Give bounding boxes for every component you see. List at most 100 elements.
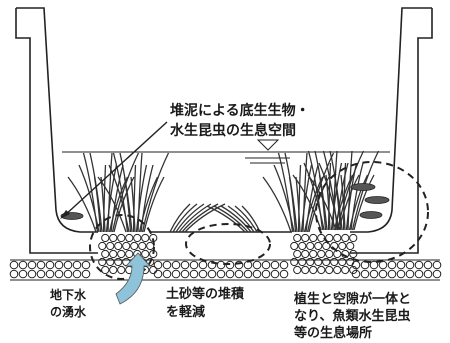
pebble <box>317 249 326 259</box>
pebble <box>325 249 334 259</box>
habitat-zone-right <box>315 161 429 263</box>
pebble <box>349 249 358 259</box>
pebble <box>405 269 415 279</box>
pebble <box>349 265 358 275</box>
pebble <box>9 269 19 279</box>
label-groundwater-line1: 地下水 <box>50 287 87 302</box>
pebble <box>279 269 289 279</box>
pebble <box>63 260 73 270</box>
plant-blade <box>307 174 337 231</box>
fish-right-2 <box>364 196 390 204</box>
plant-blade <box>305 164 319 233</box>
pebble <box>133 233 142 243</box>
pebble <box>369 260 379 270</box>
pebble <box>387 269 397 279</box>
pebble <box>117 249 126 259</box>
label-deposit-line1: 土砂等の堆積 <box>166 286 245 302</box>
pebble <box>98 257 107 267</box>
label-habitat-line1: 植生と空隙が一体と <box>293 291 411 307</box>
pebble <box>414 260 424 270</box>
plant-blade <box>135 164 148 233</box>
plant-blade <box>137 152 143 233</box>
pebble <box>252 269 262 279</box>
plant-blade <box>284 152 298 233</box>
plant-blade <box>130 176 136 233</box>
plant-blade <box>329 150 343 231</box>
plant-blade <box>345 162 358 231</box>
plant-blade <box>353 174 375 231</box>
pebble <box>114 257 123 267</box>
pebble <box>189 260 199 270</box>
pebble <box>216 269 226 279</box>
pebble <box>341 233 350 243</box>
pebble <box>423 269 433 279</box>
plant-blade <box>350 162 364 231</box>
plant-blade <box>175 203 205 233</box>
pebble <box>198 269 208 279</box>
plant-blade <box>306 152 335 233</box>
water-level-symbol <box>256 139 280 151</box>
pebble <box>301 233 310 243</box>
pebble <box>180 260 190 270</box>
plant-blade <box>292 174 322 231</box>
pebble <box>234 260 244 270</box>
plant-blade <box>82 152 99 233</box>
pebble <box>261 269 271 279</box>
pebble <box>405 260 415 270</box>
plant-blade <box>89 152 103 233</box>
pebble <box>117 265 126 275</box>
pebble <box>54 260 64 270</box>
channel-walls <box>15 7 433 254</box>
pebble <box>314 241 323 251</box>
plant-blade <box>97 176 127 233</box>
pebble <box>243 269 253 279</box>
pebble <box>349 233 358 243</box>
pebble <box>141 249 150 259</box>
pebble <box>314 257 323 267</box>
plant-blade <box>213 205 249 233</box>
pebble <box>298 241 307 251</box>
plant-blade <box>277 152 294 233</box>
plant-blade <box>112 152 129 233</box>
left-wall-outer <box>15 8 98 254</box>
plant-blade <box>143 176 165 233</box>
pebble <box>351 269 361 279</box>
plant-blade <box>330 162 343 231</box>
pebble <box>109 233 118 243</box>
pebble <box>54 269 64 279</box>
plant-blade <box>110 164 124 233</box>
pebble <box>396 269 406 279</box>
pebble <box>180 269 190 279</box>
pebble <box>270 269 280 279</box>
pebble <box>322 241 331 251</box>
pebble <box>125 249 134 259</box>
pebble <box>338 241 347 251</box>
pebble <box>369 269 379 279</box>
pebble <box>252 260 262 270</box>
plant-blade <box>141 152 170 233</box>
plant-blade <box>314 150 328 231</box>
pebble <box>98 241 107 251</box>
right-wall-outer <box>350 8 433 254</box>
pebble <box>109 249 118 259</box>
plant-blade <box>138 176 159 233</box>
pebble <box>338 257 347 267</box>
pebble <box>423 260 433 270</box>
pebble <box>81 260 91 270</box>
plant-blade <box>107 152 113 233</box>
pebble <box>106 257 115 267</box>
pebble <box>293 265 302 275</box>
leader-line <box>63 121 168 217</box>
pebble <box>141 233 150 243</box>
pebble <box>27 260 37 270</box>
plant-blade <box>102 164 107 233</box>
pebble <box>101 265 110 275</box>
pebble <box>63 269 73 279</box>
pebble <box>146 241 155 251</box>
pebble <box>18 269 28 279</box>
plant-blade <box>78 164 100 233</box>
pebble <box>298 257 307 267</box>
groundwater-arrow <box>115 252 151 305</box>
plant-blade <box>318 162 340 231</box>
habitat-zones <box>89 161 429 280</box>
